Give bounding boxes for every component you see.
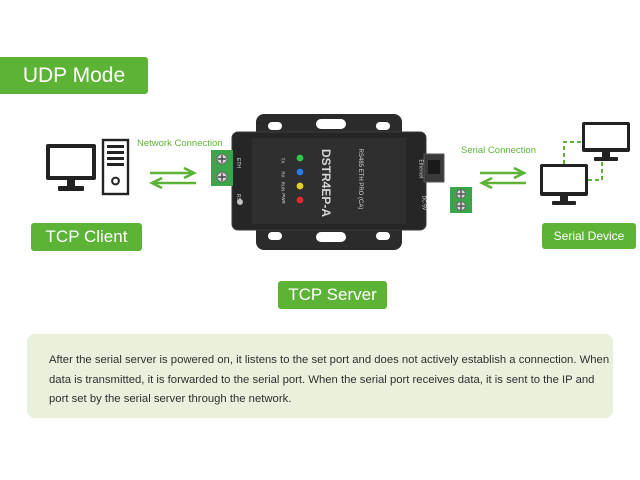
double-arrow-icon <box>149 167 197 189</box>
description-text: After the serial server is powered on, i… <box>49 354 610 405</box>
serial-connection-label: Serial Connection <box>461 145 536 156</box>
power-terminal <box>450 187 472 213</box>
serial-device-tag: Serial Device <box>542 223 636 249</box>
dashed-connector-icon <box>563 141 582 164</box>
serial-server-device <box>211 114 445 250</box>
minus-label: − <box>435 198 440 207</box>
monitor-icon <box>582 122 630 161</box>
device-submodel-label: RS485 ETH PRO (CA) <box>357 148 363 210</box>
serial-device-monitors <box>540 122 630 205</box>
tcp-server-label: TCP Server <box>288 285 377 304</box>
led-label-tx: TX <box>280 157 286 164</box>
serial-device-label: Serial Device <box>553 229 625 243</box>
reset-label: RST <box>235 194 241 204</box>
tcp-client-tag: TCP Client <box>31 223 142 251</box>
mode-banner: UDP Mode <box>0 57 148 94</box>
ethernet-port-label: Ethernet <box>417 159 424 179</box>
dashed-connector-icon <box>588 162 603 181</box>
monitor-icon <box>540 164 588 205</box>
led-label-pwr: PWR <box>280 193 286 204</box>
mode-title: UDP Mode <box>22 63 126 87</box>
desktop-pc-icon <box>46 138 130 196</box>
double-arrow-icon <box>479 167 527 189</box>
eth-port-label: ETH <box>235 158 241 168</box>
led-label-rx: RX <box>280 171 286 178</box>
network-connection-label: Network Connection <box>137 138 223 149</box>
tcp-server-tag: TCP Server <box>278 281 387 309</box>
plus-label: + <box>435 186 440 195</box>
description-panel: After the serial server is powered on, i… <box>27 334 613 418</box>
tcp-client-label: TCP Client <box>45 227 128 246</box>
device-model-label: DSTR4EP-A <box>319 148 333 217</box>
led-label-run: RUN <box>280 181 286 192</box>
power-label: DC 5V <box>420 195 427 211</box>
